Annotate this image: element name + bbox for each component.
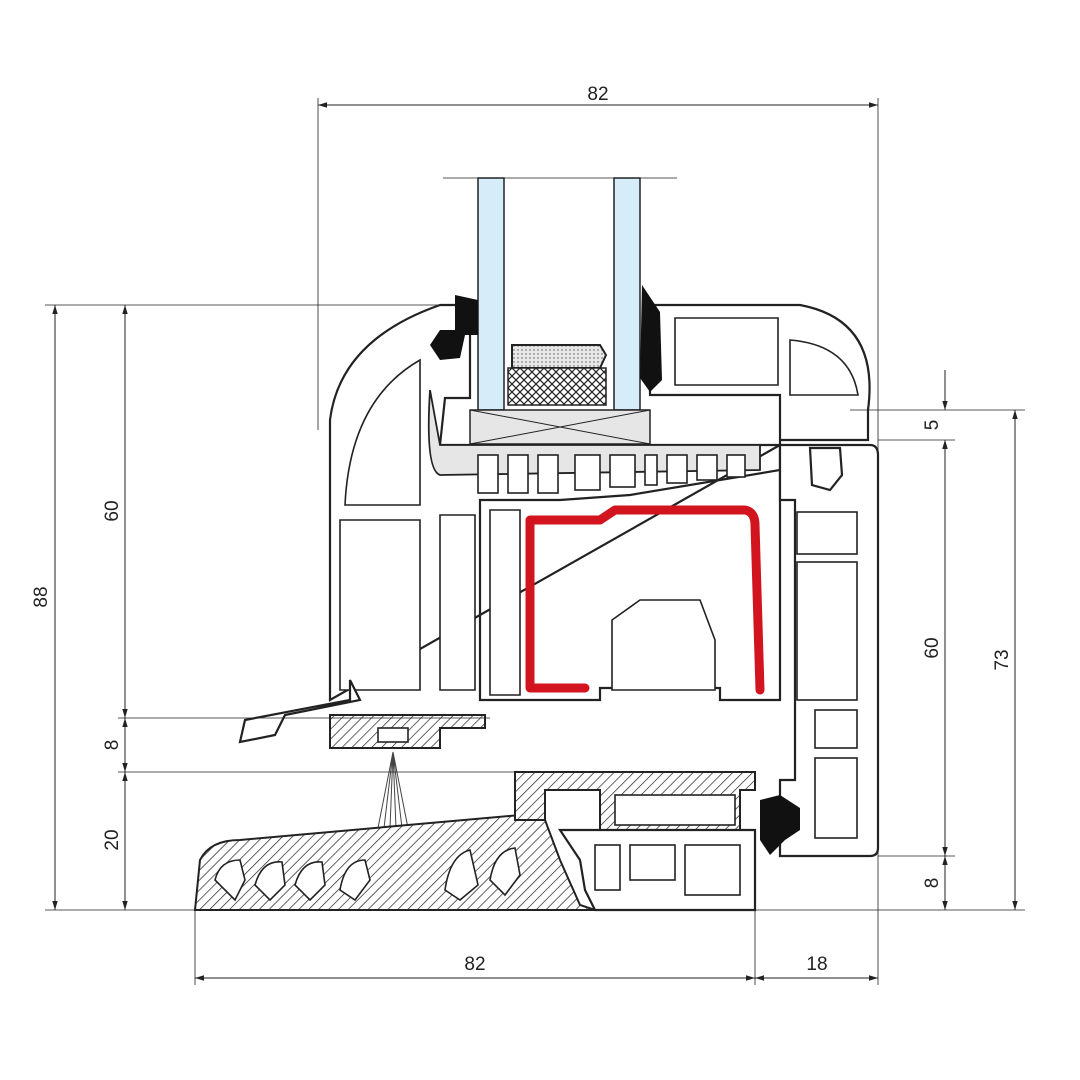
- sill-chamber: [214, 859, 246, 902]
- dimension-label: 8: [922, 878, 943, 889]
- sill-chamber: [339, 859, 371, 902]
- frame-chamber: [796, 511, 858, 555]
- threshold-chamber: [614, 794, 736, 826]
- dimension-label: 73: [992, 649, 1013, 670]
- glass-pane-outer: [477, 177, 505, 411]
- sealant: [507, 367, 607, 406]
- dimension-total-height-left: 88: [31, 305, 58, 910]
- outer-glazing-gasket: [430, 295, 478, 360]
- dimension-bottom-right: 8: [922, 856, 948, 910]
- bead-chambers: [477, 454, 746, 494]
- frame-chamber: [796, 561, 858, 701]
- sash-profile: [238, 285, 871, 749]
- spacer-bar: [511, 344, 608, 369]
- dimension-label: 60: [102, 500, 123, 521]
- dimension-label: 20: [102, 829, 123, 850]
- sash-chamber: [339, 519, 421, 691]
- steel-reinforcement: [525, 505, 765, 695]
- frame-gasket: [760, 795, 800, 855]
- threshold-sill: [193, 771, 757, 912]
- frame-chamber: [814, 757, 858, 839]
- glass-pane-inner: [613, 177, 641, 411]
- glazing-bead: [427, 389, 761, 476]
- dimension-label: 18: [806, 954, 827, 975]
- dimension-top-width: 82: [318, 84, 878, 108]
- threshold-chamber: [629, 844, 676, 881]
- sill-chamber: [294, 861, 326, 902]
- dimension-sash-height-left: 60: [102, 305, 128, 718]
- dimension-label: 5: [922, 420, 943, 431]
- sash-chamber: [789, 339, 859, 396]
- frame-hook: [808, 446, 844, 492]
- dimension-label: 60: [922, 637, 943, 658]
- frame-chamber: [814, 709, 858, 749]
- dimension-total-height-right: 73: [992, 410, 1018, 910]
- sash-chamber: [439, 514, 476, 691]
- dimension-label: 82: [587, 84, 608, 105]
- sill-profile: [193, 813, 596, 911]
- drip-cap: [238, 679, 362, 744]
- dimension-sill-height-left: 20: [102, 772, 128, 910]
- brush-holder: [377, 727, 409, 743]
- sill-chamber: [444, 849, 479, 901]
- dimension-bottom-width: 82: [195, 954, 755, 981]
- glazing-block-cross: [469, 409, 651, 445]
- frame-profile: [760, 443, 880, 858]
- brush-seal: [377, 751, 409, 829]
- glazing: [443, 177, 677, 445]
- dimension-label: 88: [31, 586, 52, 607]
- dimension-label: 8: [102, 740, 123, 751]
- dimension-overlap-right: 5: [922, 370, 948, 480]
- sill-chamber: [489, 847, 521, 897]
- threshold-chamber: [594, 844, 621, 891]
- dimension-gap-left: 8: [102, 718, 128, 772]
- sill-chamber: [254, 861, 286, 902]
- dimension-label: 82: [464, 954, 485, 975]
- extension-lines: [45, 98, 1025, 985]
- sash-chamber: [674, 317, 779, 386]
- sash-chamber: [611, 599, 716, 691]
- sash-chamber: [489, 509, 521, 696]
- threshold-chamber: [684, 844, 741, 896]
- dimension-bottom-offset: 18: [755, 954, 878, 981]
- dimension-frame-height-right: 60: [922, 440, 948, 856]
- sash-chamber: [344, 358, 421, 506]
- inner-glazing-gasket: [640, 285, 662, 392]
